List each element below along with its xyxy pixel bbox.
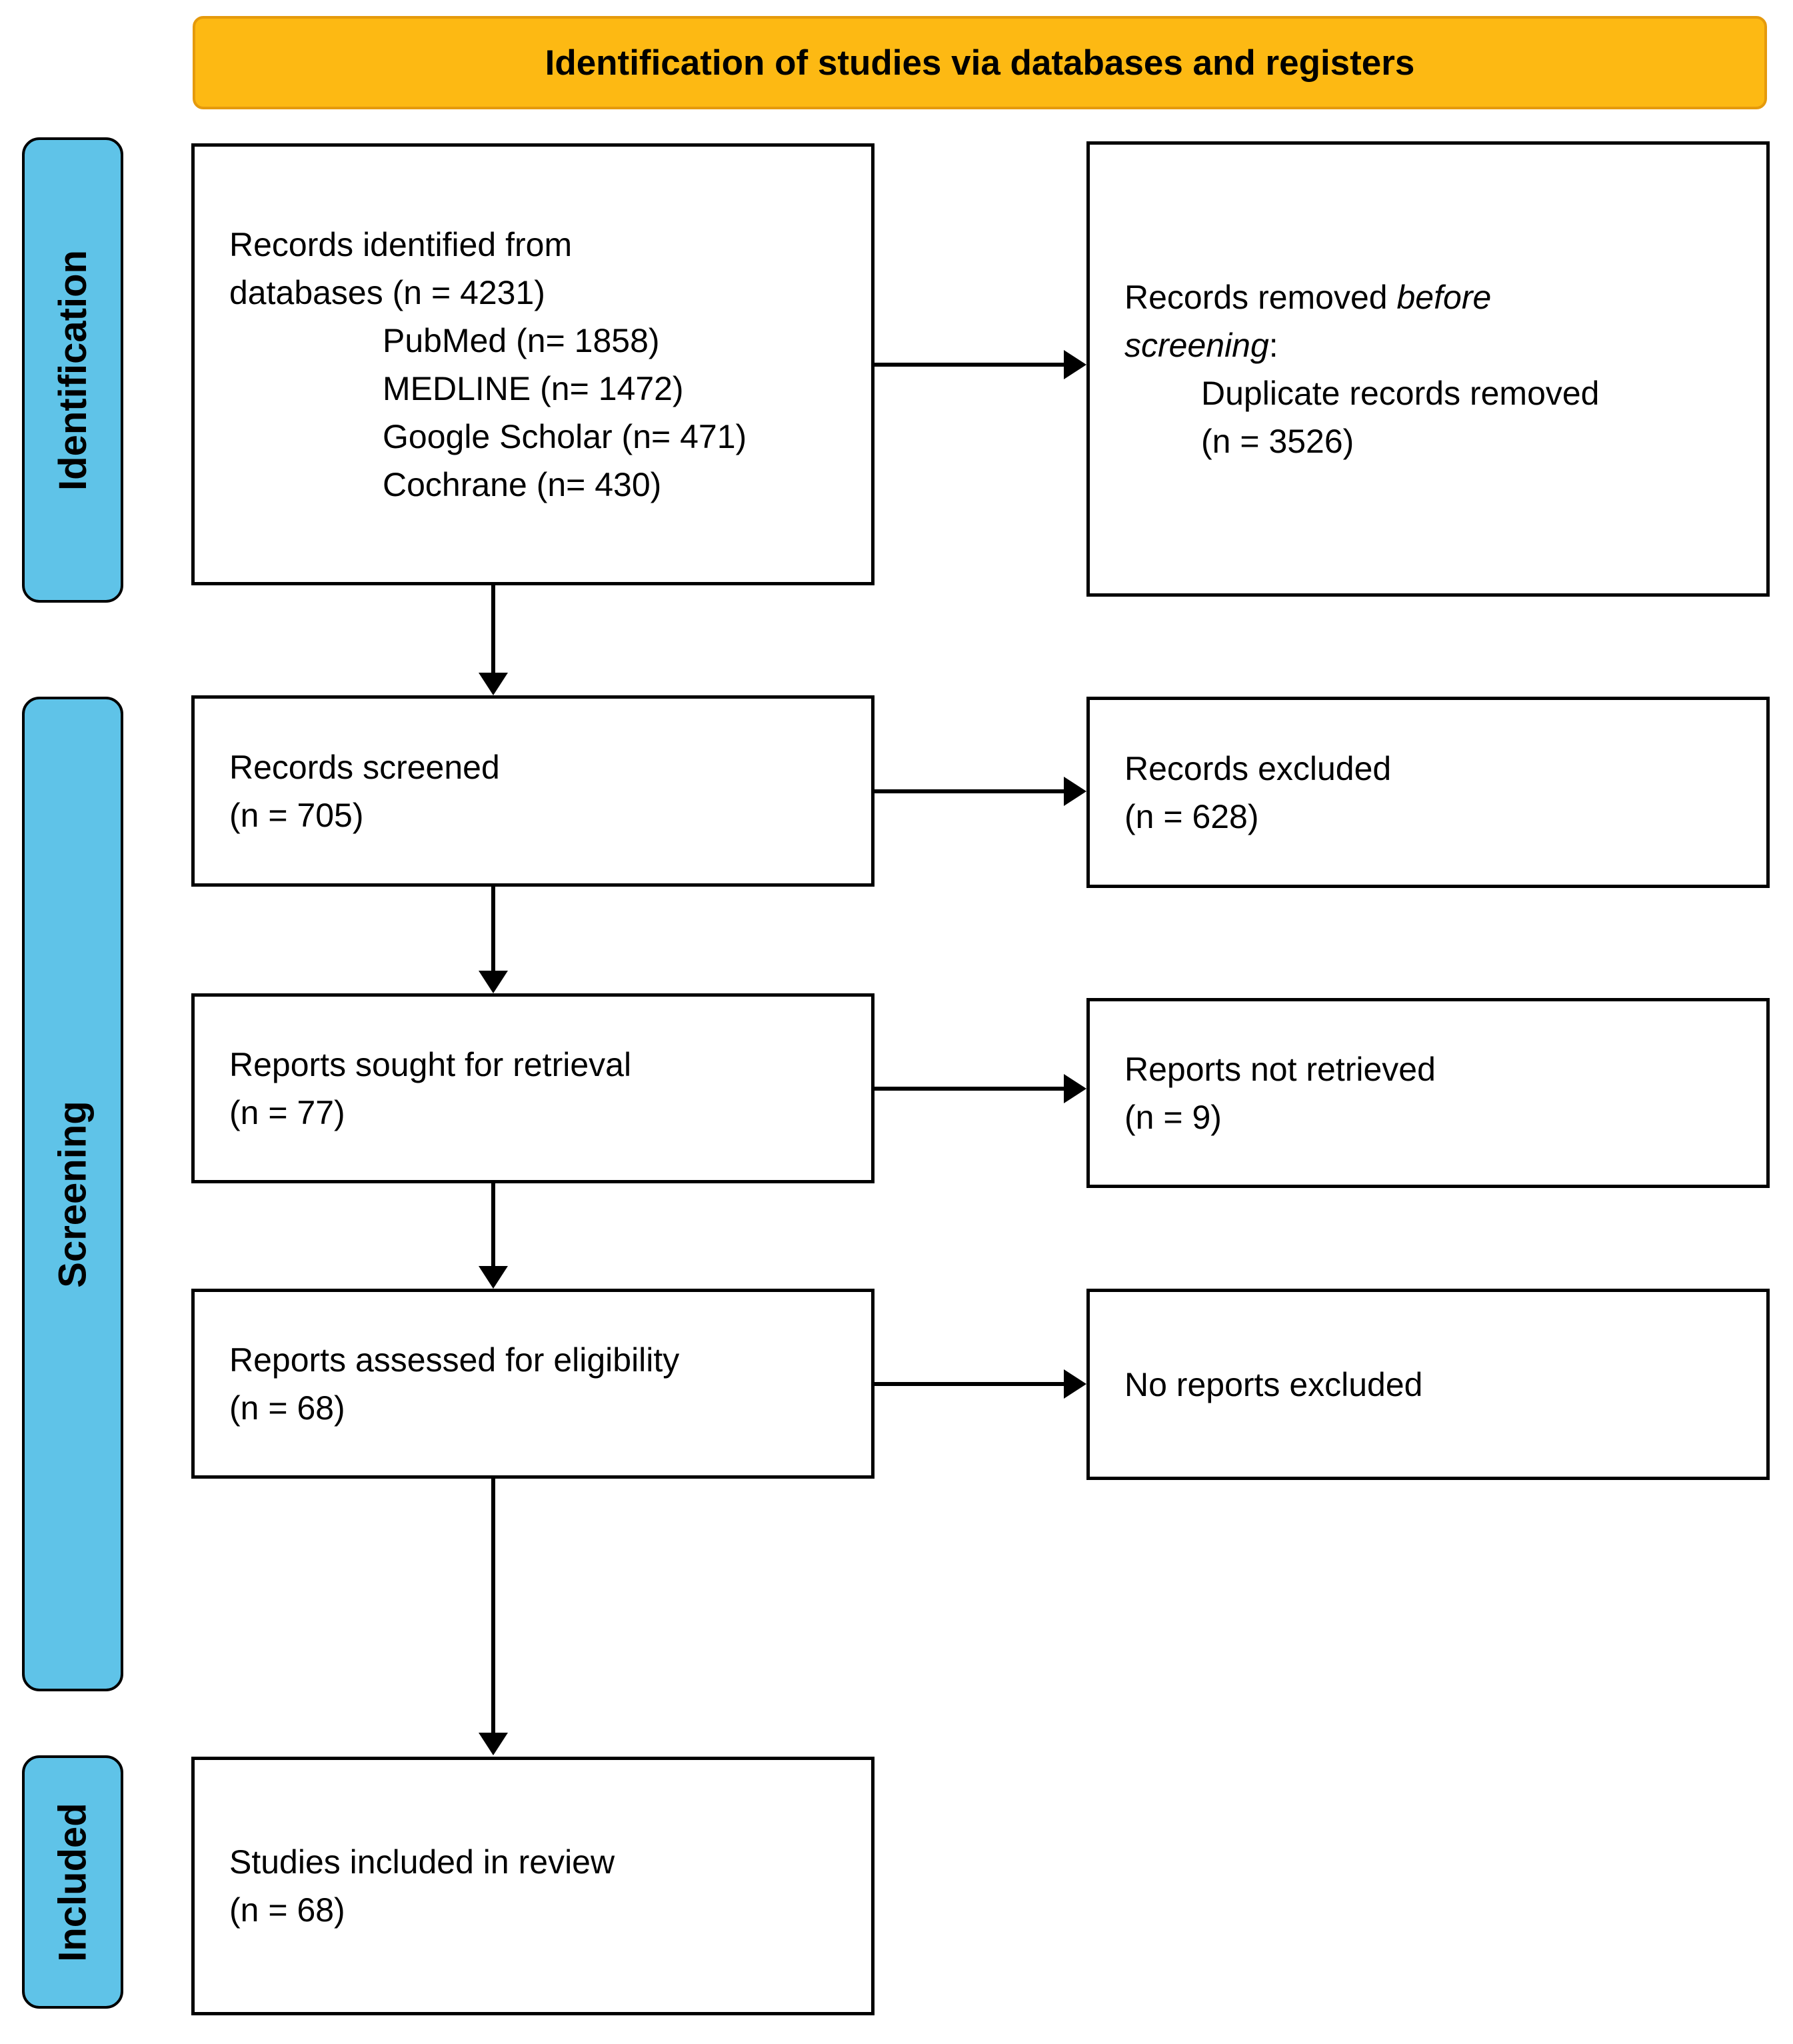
box-records-removed-before-screening: Records removed before screening: Duplic… <box>1086 141 1770 597</box>
arrow-assessed-to-included-head-icon <box>479 1733 508 1755</box>
box-studies-included: Studies included in review (n = 68) <box>191 1757 875 2015</box>
records-identified-source-cochrane: Cochrane (n= 430) <box>383 465 662 503</box>
reports-sought-count: (n = 77) <box>229 1093 345 1131</box>
arrow-assessed-to-no-excluded-head-icon <box>1064 1369 1086 1399</box>
arrow-sought-to-assessed-line <box>491 1183 495 1266</box>
records-identified-source-google-scholar: Google Scholar (n= 471) <box>383 417 747 455</box>
arrow-identified-to-removed-line <box>875 363 1064 367</box>
records-excluded-count: (n = 628) <box>1124 797 1259 835</box>
stage-label-identification: Identification <box>22 137 123 603</box>
box-reports-assessed: Reports assessed for eligibility (n = 68… <box>191 1289 875 1479</box>
records-identified-source-medline: MEDLINE (n= 1472) <box>383 369 684 407</box>
box-reports-not-retrieved: Reports not retrieved (n = 9) <box>1086 998 1770 1188</box>
box-reports-sought: Reports sought for retrieval (n = 77) <box>191 993 875 1183</box>
arrow-identified-to-removed-head-icon <box>1064 350 1086 379</box>
duplicate-records-removed-count: (n = 3526) <box>1201 422 1354 460</box>
studies-included-line-1: Studies included in review <box>229 1843 615 1881</box>
records-excluded-line-1: Records excluded <box>1124 749 1392 787</box>
records-identified-line-1: Records identified from <box>229 225 573 263</box>
stage-label-screening: Screening <box>22 697 123 1691</box>
arrow-assessed-to-included-line <box>491 1479 495 1733</box>
box-no-reports-excluded: No reports excluded <box>1086 1289 1770 1480</box>
stage-label-screening-text: Screening <box>51 1100 95 1288</box>
box-records-screened: Records screened (n = 705) <box>191 695 875 887</box>
records-removed-line-1: Records removed before <box>1124 278 1492 316</box>
reports-assessed-line-1: Reports assessed for eligibility <box>229 1341 680 1379</box>
stage-label-included-text: Included <box>51 1802 95 1962</box>
records-screened-line-1: Records screened <box>229 748 500 786</box>
arrow-screened-to-sought-head-icon <box>479 971 508 993</box>
records-screened-count: (n = 705) <box>229 796 364 834</box>
reports-not-retrieved-line-1: Reports not retrieved <box>1124 1050 1436 1088</box>
arrow-screened-to-excluded-line <box>875 789 1064 793</box>
reports-sought-line-1: Reports sought for retrieval <box>229 1045 632 1083</box>
reports-assessed-count: (n = 68) <box>229 1389 345 1427</box>
stage-label-identification-text: Identification <box>51 249 95 491</box>
box-records-identified: Records identified from databases (n = 4… <box>191 143 875 585</box>
records-identified-source-pubmed: PubMed (n= 1858) <box>383 321 660 359</box>
arrow-screened-to-sought-line <box>491 887 495 971</box>
box-records-excluded: Records excluded (n = 628) <box>1086 697 1770 888</box>
header-banner: Identification of studies via databases … <box>193 16 1767 109</box>
no-reports-excluded-line: No reports excluded <box>1124 1365 1423 1403</box>
arrow-sought-to-not-retrieved-head-icon <box>1064 1074 1086 1103</box>
arrow-identified-to-screened-head-icon <box>479 673 508 695</box>
arrow-identified-to-screened-line <box>491 585 495 677</box>
reports-not-retrieved-count: (n = 9) <box>1124 1098 1222 1136</box>
studies-included-count: (n = 68) <box>229 1891 345 1929</box>
duplicate-records-removed-line: Duplicate records removed <box>1201 374 1600 412</box>
arrow-assessed-to-no-excluded-line <box>875 1382 1064 1386</box>
stage-label-included: Included <box>22 1755 123 2009</box>
arrow-screened-to-excluded-head-icon <box>1064 777 1086 806</box>
header-title: Identification of studies via databases … <box>545 43 1415 83</box>
arrow-sought-to-assessed-head-icon <box>479 1266 508 1289</box>
records-identified-line-2: databases (n = 4231) <box>229 273 545 311</box>
arrow-sought-to-not-retrieved-line <box>875 1087 1064 1091</box>
records-removed-line-2: screening: <box>1124 326 1278 364</box>
